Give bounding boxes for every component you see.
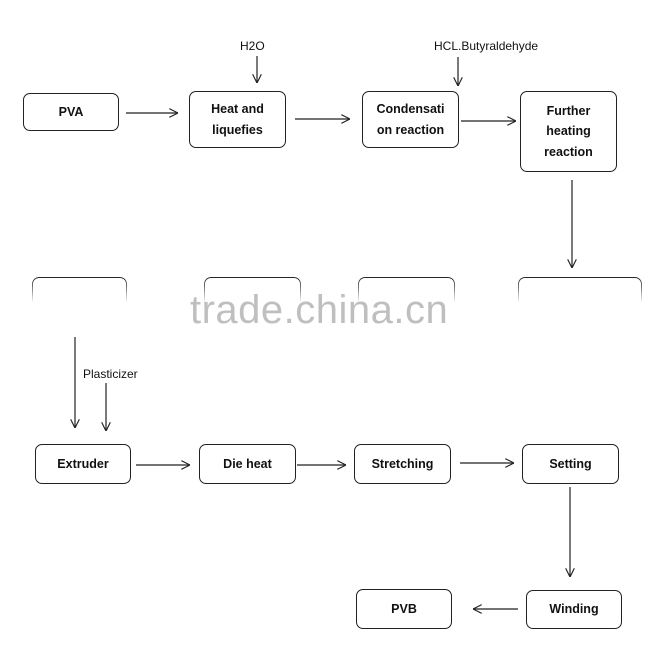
step-extruder: Extruder <box>35 444 131 484</box>
faded-box-2 <box>204 277 301 307</box>
step-further-heating-reaction: Further heating reaction <box>520 91 617 172</box>
step-condensation-reaction: Condensati on reaction <box>362 91 459 148</box>
step-winding: Winding <box>526 590 622 629</box>
faded-box-4 <box>518 277 642 307</box>
step-die-heat: Die heat <box>199 444 296 484</box>
faded-box-1 <box>32 277 127 307</box>
input-hcl-butyraldehyde-label: HCL.Butyraldehyde <box>434 39 539 53</box>
input-plasticizer-label: Plasticizer <box>83 367 138 381</box>
input-h2o-label: H2O <box>240 39 265 53</box>
step-stretching: Stretching <box>354 444 451 484</box>
step-setting: Setting <box>522 444 619 484</box>
watermark-text: trade.china.cn <box>190 288 449 332</box>
step-pvb: PVB <box>356 589 452 629</box>
step-pva: PVA <box>23 93 119 131</box>
step-heat-liquefies: Heat and liquefies <box>189 91 286 148</box>
faded-box-3 <box>358 277 455 307</box>
